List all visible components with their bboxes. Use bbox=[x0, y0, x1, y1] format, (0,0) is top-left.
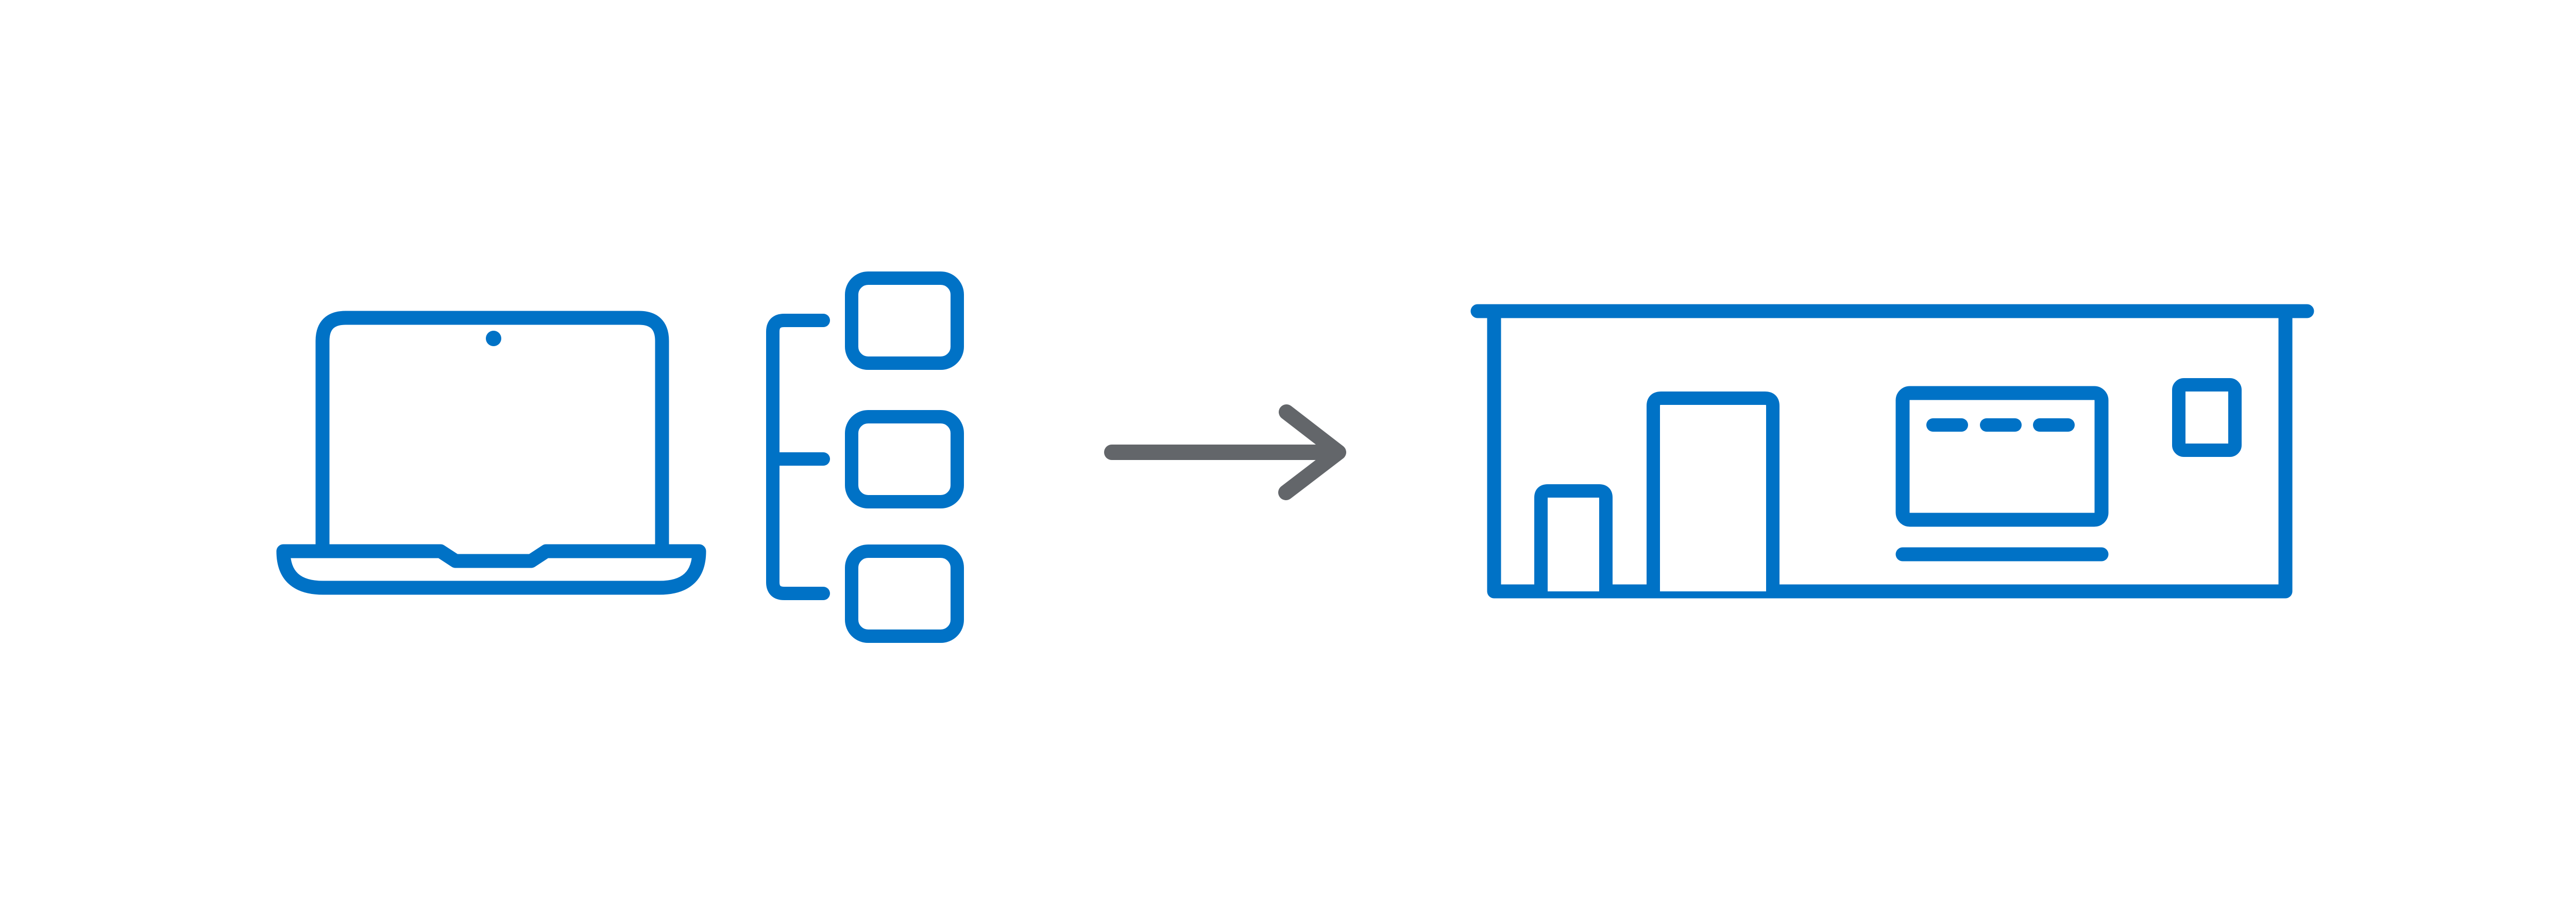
tree-node-3 bbox=[845, 544, 964, 643]
hierarchy-tree-icon bbox=[766, 271, 964, 643]
camera-dot-icon bbox=[486, 331, 501, 346]
arrow-head bbox=[1278, 404, 1346, 500]
tree-node-2 bbox=[845, 410, 964, 508]
panel-dash-3 bbox=[2033, 418, 2075, 432]
building-window bbox=[2172, 378, 2242, 457]
tree-bracket bbox=[766, 314, 830, 600]
panel-dash-1 bbox=[1926, 418, 1968, 432]
building-crate bbox=[1534, 484, 1613, 591]
laptop-icon bbox=[276, 311, 706, 595]
server-panel bbox=[1895, 386, 2109, 527]
data-center-building-icon bbox=[1470, 304, 2314, 599]
building-door bbox=[1647, 392, 1780, 591]
tree-node-1 bbox=[845, 271, 964, 370]
panel-dash-2 bbox=[1980, 418, 2022, 432]
laptop-lid bbox=[315, 311, 669, 551]
arrow-right-icon bbox=[1104, 404, 1346, 500]
laptop-base bbox=[276, 544, 706, 595]
